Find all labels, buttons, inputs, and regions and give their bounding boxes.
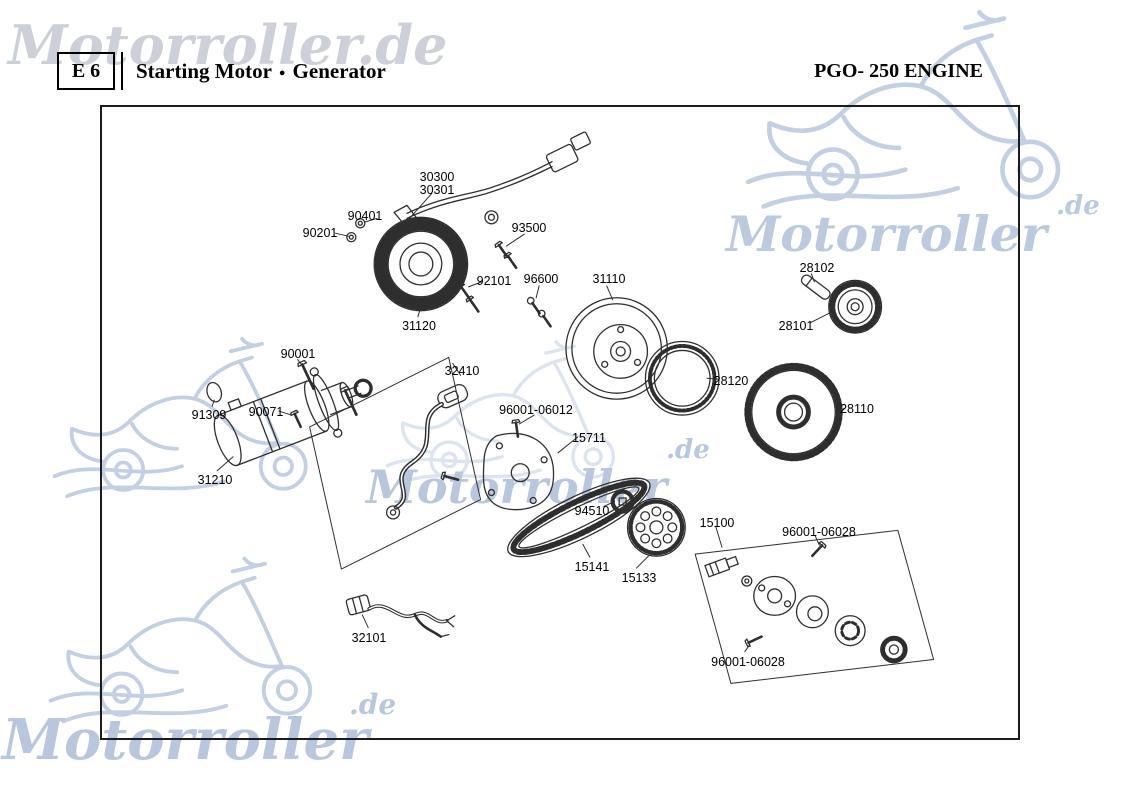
- part-label-15141: 15141: [574, 560, 610, 574]
- watermark-text: .de: [1056, 191, 1100, 221]
- part-label-31110: 31110: [592, 272, 626, 286]
- bolt-96001-06012: [439, 470, 461, 485]
- stator-wire-harness: [406, 131, 591, 225]
- starter-motor: [213, 367, 373, 467]
- title-left: Starting Motor: [136, 59, 272, 83]
- starter-driven-gear: [744, 362, 843, 462]
- part-label-30300: 30300: [419, 170, 455, 184]
- title-right: Generator: [292, 59, 386, 83]
- watermark-text: Motorroller.de: [8, 13, 448, 77]
- part-label-31120: 31120: [402, 319, 436, 333]
- part-label-15100: 15100: [699, 516, 735, 530]
- screw-90071: [288, 408, 306, 430]
- drive-chain: [507, 477, 651, 558]
- part-label-28120: 28120: [713, 374, 749, 388]
- idle-gear: [828, 279, 883, 334]
- part-label-90401: 90401: [347, 209, 383, 223]
- part-label-32410: 32410: [444, 364, 480, 378]
- watermark-text: .de: [666, 435, 710, 465]
- screw-96600: [535, 307, 555, 330]
- part-label-91309: 91309: [191, 408, 227, 422]
- bolt-96001-06028: [743, 631, 765, 649]
- starter-cable-group: [309, 356, 482, 570]
- header-divider: [121, 52, 123, 90]
- o-ring-91309: [206, 381, 223, 403]
- part-label-96600: 96600: [523, 272, 559, 286]
- part-label-94510: 94510: [574, 504, 610, 518]
- part-label-96001-06012: 96001-06012: [499, 403, 573, 417]
- part-label-28101: 28101: [778, 319, 814, 333]
- bolt-96001-06012: [510, 418, 524, 439]
- part-label-92101: 92101: [476, 274, 512, 288]
- stator-assembly: [373, 204, 469, 312]
- part-label-90001: 90001: [280, 347, 316, 361]
- part-label-30301: 30301: [419, 183, 455, 197]
- oil-pump-group: [694, 529, 935, 684]
- washer-90201: [346, 231, 357, 243]
- engine-label: PGO- 250 ENGINE: [814, 60, 983, 82]
- part-label-31210: 31210: [197, 473, 233, 487]
- driven-sprocket: [626, 497, 686, 557]
- idle-gear-shaft: [800, 274, 831, 300]
- part-label-28110: 28110: [840, 402, 874, 416]
- title-separator-dot: ●: [278, 67, 286, 79]
- part-label-96001-06028: 96001-06028: [782, 525, 856, 539]
- page-code: E 6: [71, 59, 101, 82]
- exploded-diagram: [206, 131, 935, 684]
- page-title: Starting Motor ● Generator: [136, 59, 386, 84]
- bolt-93500: [501, 250, 521, 272]
- pickup-cable: [345, 594, 456, 638]
- watermark-text: Motorroller: [726, 205, 1047, 263]
- part-label-15133: 15133: [621, 571, 657, 585]
- part-label-90071: 90071: [248, 405, 284, 419]
- bolt-92101: [464, 294, 483, 316]
- part-label-93500: 93500: [511, 221, 547, 235]
- part-label-96001-06028: 96001-06028: [711, 655, 785, 669]
- watermark-text: Motorroller: [2, 707, 369, 773]
- bolt-96001-06028: [808, 539, 828, 560]
- sprocket-cover: [482, 432, 555, 511]
- part-label-28102: 28102: [799, 261, 835, 275]
- part-label-15711: 15711: [572, 431, 606, 445]
- oil-pump-drive-gear: [610, 489, 635, 514]
- clutch-outer-ring: [644, 340, 720, 416]
- page-code-box: E 6: [57, 52, 115, 90]
- part-label-90201: 90201: [302, 226, 338, 240]
- watermark-text: .de: [349, 688, 397, 721]
- screw-96600: [524, 294, 544, 317]
- part-label-32101: 32101: [351, 631, 387, 645]
